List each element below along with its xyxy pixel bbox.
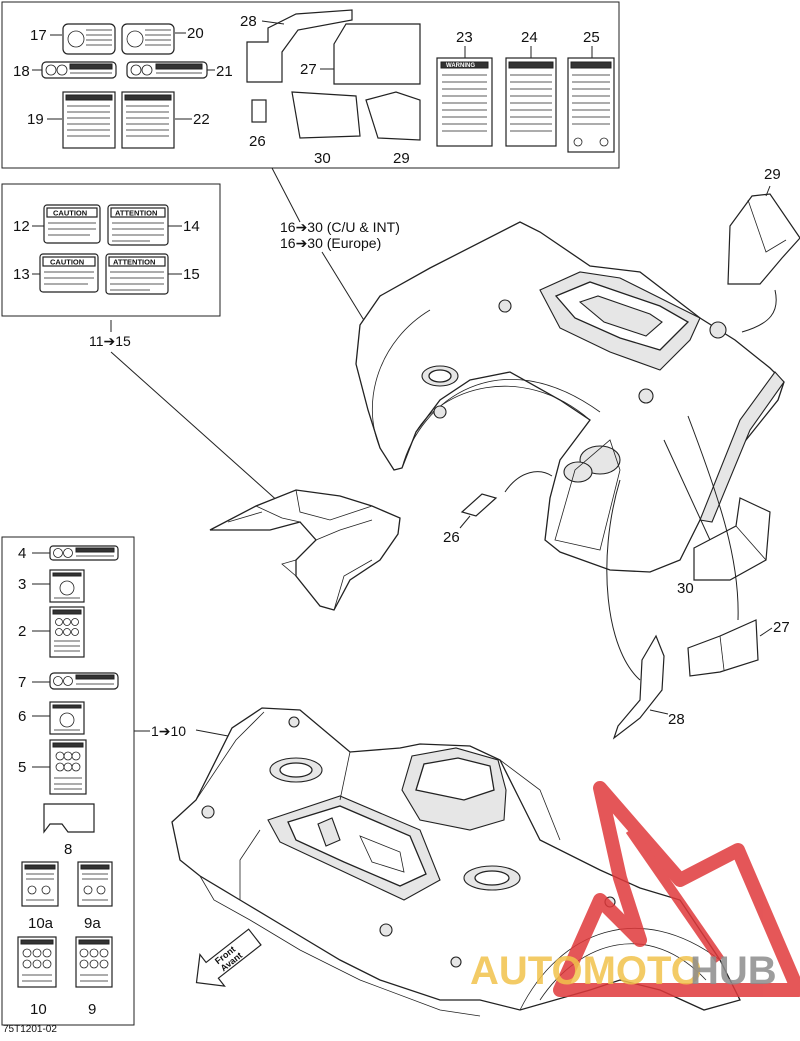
decal-10a xyxy=(21,861,59,907)
decal-box-11-15 xyxy=(1,183,221,317)
callout-4: 4 xyxy=(18,545,26,562)
leader-11-15 xyxy=(110,351,291,513)
decal-15: ATTENTION xyxy=(105,253,169,295)
callout-28-detail: 28 xyxy=(668,711,685,728)
part-30 xyxy=(693,497,771,581)
decal-box-16-30 xyxy=(1,1,620,169)
callout-18: 18 xyxy=(13,63,30,80)
decal-25 xyxy=(567,57,615,153)
drawing-code: 75T1201-02 xyxy=(3,1024,57,1035)
decal-27-piece xyxy=(333,23,421,85)
callout-3: 3 xyxy=(18,576,26,593)
callout-23: 23 xyxy=(456,29,473,46)
part-27 xyxy=(687,619,759,677)
front-inner-panel xyxy=(209,489,401,611)
watermark-hub: HUB xyxy=(690,949,777,993)
callout-17: 17 xyxy=(30,27,47,44)
decal-14: ATTENTION xyxy=(107,204,169,246)
decal-3 xyxy=(49,569,85,603)
decal-30-piece xyxy=(291,91,361,139)
callout-26-top: 26 xyxy=(249,133,266,150)
decal-23: WARNING xyxy=(436,57,493,147)
callout-26-detail: 26 xyxy=(443,529,460,546)
decal-8 xyxy=(43,803,95,834)
decal-6 xyxy=(49,701,85,735)
callout-7: 7 xyxy=(18,674,26,691)
callout-25: 25 xyxy=(583,29,600,46)
callout-5: 5 xyxy=(18,759,26,776)
decal-17 xyxy=(62,23,116,55)
leader-27 xyxy=(687,415,739,621)
callout-9: 9 xyxy=(88,1001,96,1018)
decal-22 xyxy=(121,91,175,149)
decal-13: CAUTION xyxy=(39,253,99,293)
leader-29 xyxy=(741,289,777,333)
callout-2: 2 xyxy=(18,623,26,640)
decal-7 xyxy=(49,672,119,690)
callout-24: 24 xyxy=(521,29,538,46)
part-26 xyxy=(460,493,498,517)
decal-12: CAUTION xyxy=(43,204,101,244)
range-europe-label: 16➔30 (Europe) xyxy=(280,235,381,251)
leader-1-10 xyxy=(195,729,229,737)
callout-10a: 10a xyxy=(28,915,54,932)
leader-box-to-range xyxy=(271,167,301,223)
callout-12: 12 xyxy=(13,218,30,235)
callout-30-top: 30 xyxy=(314,150,331,167)
decal-5 xyxy=(49,739,87,795)
front-direction-arrow: Front Avant xyxy=(195,928,262,987)
callout-22: 22 xyxy=(193,111,210,128)
decal-28-piece xyxy=(246,9,353,83)
watermark-logo xyxy=(553,781,800,997)
decal-19 xyxy=(62,91,116,149)
leader-28 xyxy=(606,479,641,681)
decal-21 xyxy=(126,61,208,79)
range-cu-int-label: 16➔30 (C/U & INT) xyxy=(280,219,400,235)
callout-9a: 9a xyxy=(84,915,101,932)
rear-fender xyxy=(355,221,785,573)
leader-range-to-fender xyxy=(321,251,366,323)
svg-text:ATTENTION: ATTENTION xyxy=(115,209,157,218)
callout-19: 19 xyxy=(27,111,44,128)
decal-18 xyxy=(41,61,117,79)
part-29 xyxy=(727,193,800,285)
decal-9a xyxy=(77,861,113,907)
decal-20 xyxy=(121,23,175,55)
leader-30 xyxy=(663,439,711,541)
svg-text:CAUTION: CAUTION xyxy=(53,209,87,218)
decal-10 xyxy=(17,936,57,988)
callout-27-detail: 27 xyxy=(773,619,790,636)
decal-box-1-10 xyxy=(1,536,135,1026)
callout-13: 13 xyxy=(13,266,30,283)
callout-10: 10 xyxy=(30,1001,47,1018)
decal-26-small xyxy=(251,99,267,123)
svg-text:WARNING: WARNING xyxy=(446,63,475,69)
callout-8: 8 xyxy=(64,841,72,858)
decal-4 xyxy=(49,545,119,561)
callout-29-top: 29 xyxy=(393,150,410,167)
watermark-auto: AUTOMOTO xyxy=(470,949,702,993)
decal-2 xyxy=(49,606,85,658)
callout-21: 21 xyxy=(216,63,233,80)
front-fender xyxy=(171,707,741,1017)
decal-9 xyxy=(75,936,113,988)
callout-20: 20 xyxy=(187,25,204,42)
svg-text:CAUTION: CAUTION xyxy=(50,258,84,267)
range-11-15-label: 11➔15 xyxy=(89,333,131,349)
callout-14: 14 xyxy=(183,218,200,235)
callout-28-top: 28 xyxy=(240,13,257,30)
decal-24 xyxy=(505,57,557,147)
callout-27-top: 27 xyxy=(300,61,317,78)
callout-29-detail: 29 xyxy=(764,166,781,183)
callout-6: 6 xyxy=(18,708,26,725)
callout-15: 15 xyxy=(183,266,200,283)
decal-29-piece xyxy=(365,91,421,141)
svg-text:ATTENTION: ATTENTION xyxy=(113,258,155,267)
part-28 xyxy=(612,634,665,740)
callout-30-detail: 30 xyxy=(677,580,694,597)
range-1-10-label: 1➔10 xyxy=(151,723,186,739)
